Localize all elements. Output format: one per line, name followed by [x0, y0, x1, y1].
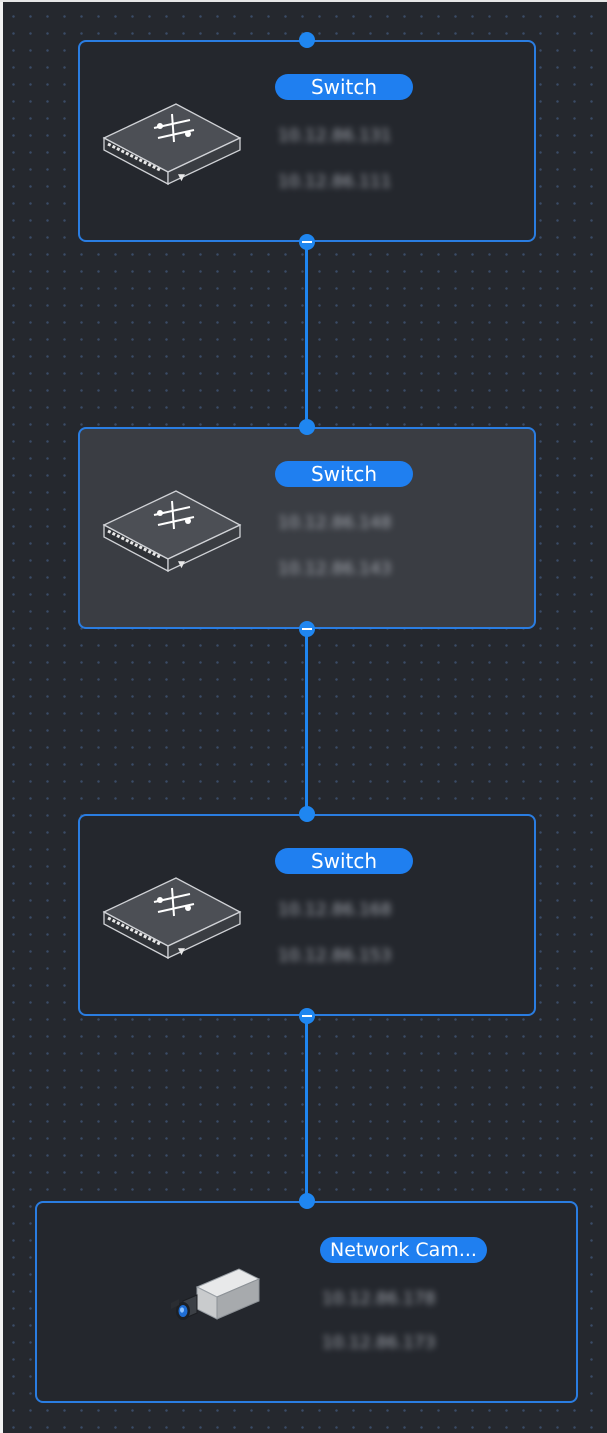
device-ip-secondary: 10.12.86.173 — [322, 1333, 436, 1353]
device-ip-primary: 10.12.86.131 — [278, 126, 392, 146]
switch-node[interactable]: ▼ Switch 10.12.86.148 10.12.86.143 — [78, 419, 536, 637]
window-left-edge — [0, 0, 3, 1433]
svg-text:▼: ▼ — [178, 173, 185, 183]
switch-node[interactable]: ▼ Switch 10.12.86.168 10.12.86.153 — [78, 806, 536, 1024]
device-type-badge: Switch — [275, 848, 413, 874]
network-switch-icon: ▼ — [102, 103, 242, 186]
device-ip-secondary: 10.12.86.143 — [278, 559, 392, 579]
collapse-port-icon[interactable] — [299, 1008, 315, 1024]
network-switch-icon: ▼ — [102, 877, 242, 960]
link-connector — [305, 630, 308, 812]
device-ip-secondary: 10.12.86.153 — [278, 946, 392, 966]
input-port-icon[interactable] — [298, 1193, 315, 1209]
input-port-icon[interactable] — [299, 419, 315, 435]
device-type-badge: Switch — [275, 461, 413, 487]
device-ip-primary: 10.12.86.168 — [278, 900, 392, 920]
switch-node[interactable]: ▼ Switch 10.12.86.131 10.12.86.111 — [78, 32, 536, 250]
svg-text:▼: ▼ — [178, 560, 185, 570]
window-top-edge — [0, 0, 607, 2]
link-connector — [305, 243, 308, 425]
device-type-badge: Switch — [275, 74, 413, 100]
network-camera-icon — [171, 1268, 261, 1320]
link-connector — [305, 1018, 308, 1200]
device-ip-primary: 10.12.86.148 — [278, 513, 392, 533]
device-type-badge: Network Cam... — [320, 1237, 487, 1263]
input-port-icon[interactable] — [299, 806, 315, 822]
device-ip-secondary: 10.12.86.111 — [278, 172, 392, 192]
network-switch-icon: ▼ — [102, 490, 242, 573]
collapse-port-icon[interactable] — [299, 234, 315, 250]
device-ip-primary: 10.12.86.178 — [322, 1289, 436, 1309]
svg-text:▼: ▼ — [178, 947, 185, 957]
collapse-port-icon[interactable] — [299, 621, 315, 637]
camera-node[interactable]: Network Cam... 10.12.86.178 10.12.86.173 — [35, 1193, 578, 1403]
input-port-icon[interactable] — [299, 32, 315, 48]
